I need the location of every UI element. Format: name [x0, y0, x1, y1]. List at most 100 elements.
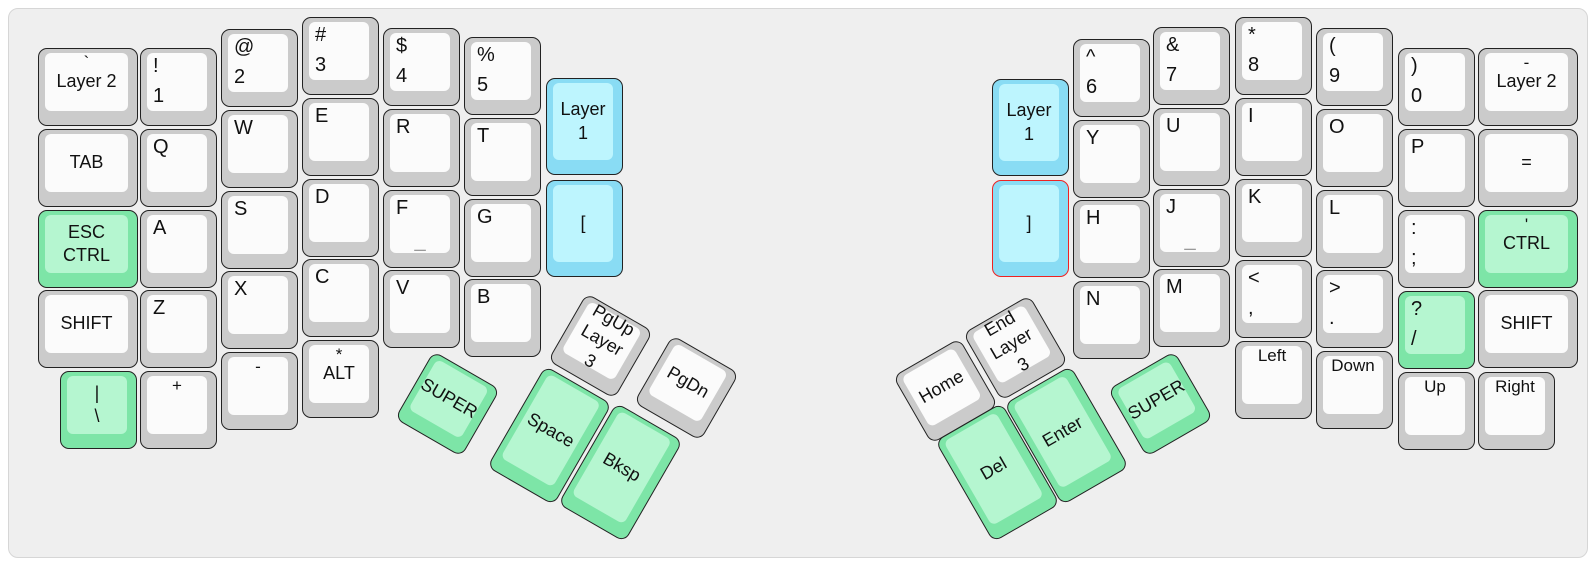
key-dash-layer2[interactable]: -Layer 2	[1478, 48, 1578, 126]
key-percent-5[interactable]: %5	[464, 37, 541, 115]
key-arrow-up[interactable]: Up	[1398, 372, 1475, 450]
keycap-face	[1323, 33, 1383, 91]
keycap-face	[390, 275, 450, 333]
key-layer1-left[interactable]: Layer 1	[546, 78, 623, 175]
key-exclam-1[interactable]: !1	[140, 48, 217, 126]
key-grave-layer2[interactable]: `Layer 2	[38, 48, 138, 126]
keycap-face	[1405, 53, 1465, 111]
key-star-alt[interactable]: *ALT	[302, 340, 379, 418]
key-g[interactable]: G	[464, 199, 541, 277]
keycap-face	[999, 84, 1059, 161]
keycap-face	[471, 204, 531, 262]
keycap-face	[1160, 32, 1220, 90]
key-at-2[interactable]: @2	[221, 29, 298, 107]
keycap-face	[45, 134, 128, 192]
key-caret-6[interactable]: ^6	[1073, 39, 1150, 117]
keycap-face	[1080, 286, 1140, 344]
keycap-face	[228, 115, 288, 173]
keycap-face	[1160, 194, 1220, 252]
keycap-face	[1323, 356, 1383, 414]
key-layer1-right[interactable]: Layer 1	[992, 79, 1069, 176]
key-u[interactable]: U	[1153, 108, 1230, 186]
keycap-face	[147, 295, 207, 353]
key-pipe-backslash[interactable]: | \	[60, 371, 137, 449]
key-shift-left[interactable]: SHIFT	[38, 290, 138, 368]
key-plus[interactable]: +	[140, 371, 217, 449]
keycap-face	[1242, 346, 1302, 404]
key-amp-7[interactable]: &7	[1153, 27, 1230, 105]
key-r[interactable]: R	[383, 109, 460, 187]
keycap-face	[1323, 195, 1383, 253]
keycap-face	[1323, 275, 1383, 333]
key-t[interactable]: T	[464, 118, 541, 196]
key-f[interactable]: F_	[383, 190, 460, 268]
keycap-face	[1485, 134, 1568, 192]
keycap-face	[147, 134, 207, 192]
key-lt-comma[interactable]: <,	[1235, 260, 1312, 338]
keycap-face	[1242, 184, 1302, 242]
key-shift-right[interactable]: SHIFT	[1478, 290, 1578, 368]
keycap-face	[309, 103, 369, 161]
key-colon-semicolon[interactable]: :;	[1398, 210, 1475, 288]
keycap-face	[390, 195, 450, 253]
keycap-face	[45, 53, 128, 111]
key-rbracket[interactable]: ]	[992, 180, 1069, 277]
key-star-8[interactable]: *8	[1235, 17, 1312, 95]
key-z[interactable]: Z	[140, 290, 217, 368]
keycap-face	[228, 276, 288, 334]
key-arrow-down[interactable]: Down	[1316, 351, 1393, 429]
key-k[interactable]: K	[1235, 179, 1312, 257]
key-i[interactable]: I	[1235, 98, 1312, 176]
keycap-face	[1485, 53, 1568, 111]
keycap-face	[147, 53, 207, 111]
key-x[interactable]: X	[221, 271, 298, 349]
key-lbracket[interactable]: [	[546, 180, 623, 277]
key-a[interactable]: A	[140, 210, 217, 288]
key-arrow-left[interactable]: Left	[1235, 341, 1312, 419]
keycap-face	[553, 83, 613, 160]
key-dollar-4[interactable]: $4	[383, 28, 460, 106]
keycap-face	[45, 295, 128, 353]
key-h[interactable]: H	[1073, 200, 1150, 278]
keycap-face	[1485, 377, 1545, 435]
key-d[interactable]: D	[302, 179, 379, 257]
key-hash-3[interactable]: #3	[302, 17, 379, 95]
key-o[interactable]: O	[1316, 109, 1393, 187]
key-b[interactable]: B	[464, 279, 541, 357]
key-j[interactable]: J_	[1153, 189, 1230, 267]
key-esc-ctrl[interactable]: ESC CTRL	[38, 210, 138, 288]
key-p[interactable]: P	[1398, 129, 1475, 207]
keycap-face	[1405, 134, 1465, 192]
keycap-face	[471, 284, 531, 342]
key-rparen-0[interactable]: )0	[1398, 48, 1475, 126]
keycap-face	[1242, 265, 1302, 323]
key-lparen-9[interactable]: (9	[1316, 28, 1393, 106]
key-v[interactable]: V	[383, 270, 460, 348]
keycap-face	[1485, 215, 1568, 273]
keycap-face	[1160, 274, 1220, 332]
key-n[interactable]: N	[1073, 281, 1150, 359]
key-arrow-right[interactable]: Right	[1478, 372, 1555, 450]
keycap-face	[471, 123, 531, 181]
key-c[interactable]: C	[302, 259, 379, 337]
keycap-face	[45, 215, 128, 273]
keycap-face	[999, 185, 1059, 262]
key-y[interactable]: Y	[1073, 120, 1150, 198]
keycap-face	[147, 376, 207, 434]
key-q[interactable]: Q	[140, 129, 217, 207]
key-m[interactable]: M	[1153, 269, 1230, 347]
keycap-face	[390, 114, 450, 172]
key-equals[interactable]: =	[1478, 129, 1578, 207]
key-quote-ctrl[interactable]: 'CTRL	[1478, 210, 1578, 288]
keycap-face	[309, 264, 369, 322]
key-tab[interactable]: TAB	[38, 129, 138, 207]
key-question-slash[interactable]: ?/	[1398, 291, 1475, 369]
key-e[interactable]: E	[302, 98, 379, 176]
key-gt-period[interactable]: >.	[1316, 270, 1393, 348]
key-w[interactable]: W	[221, 110, 298, 188]
keycap-face	[1080, 205, 1140, 263]
key-minus-left[interactable]: -	[221, 352, 298, 430]
key-l[interactable]: L	[1316, 190, 1393, 268]
key-s[interactable]: S	[221, 191, 298, 269]
